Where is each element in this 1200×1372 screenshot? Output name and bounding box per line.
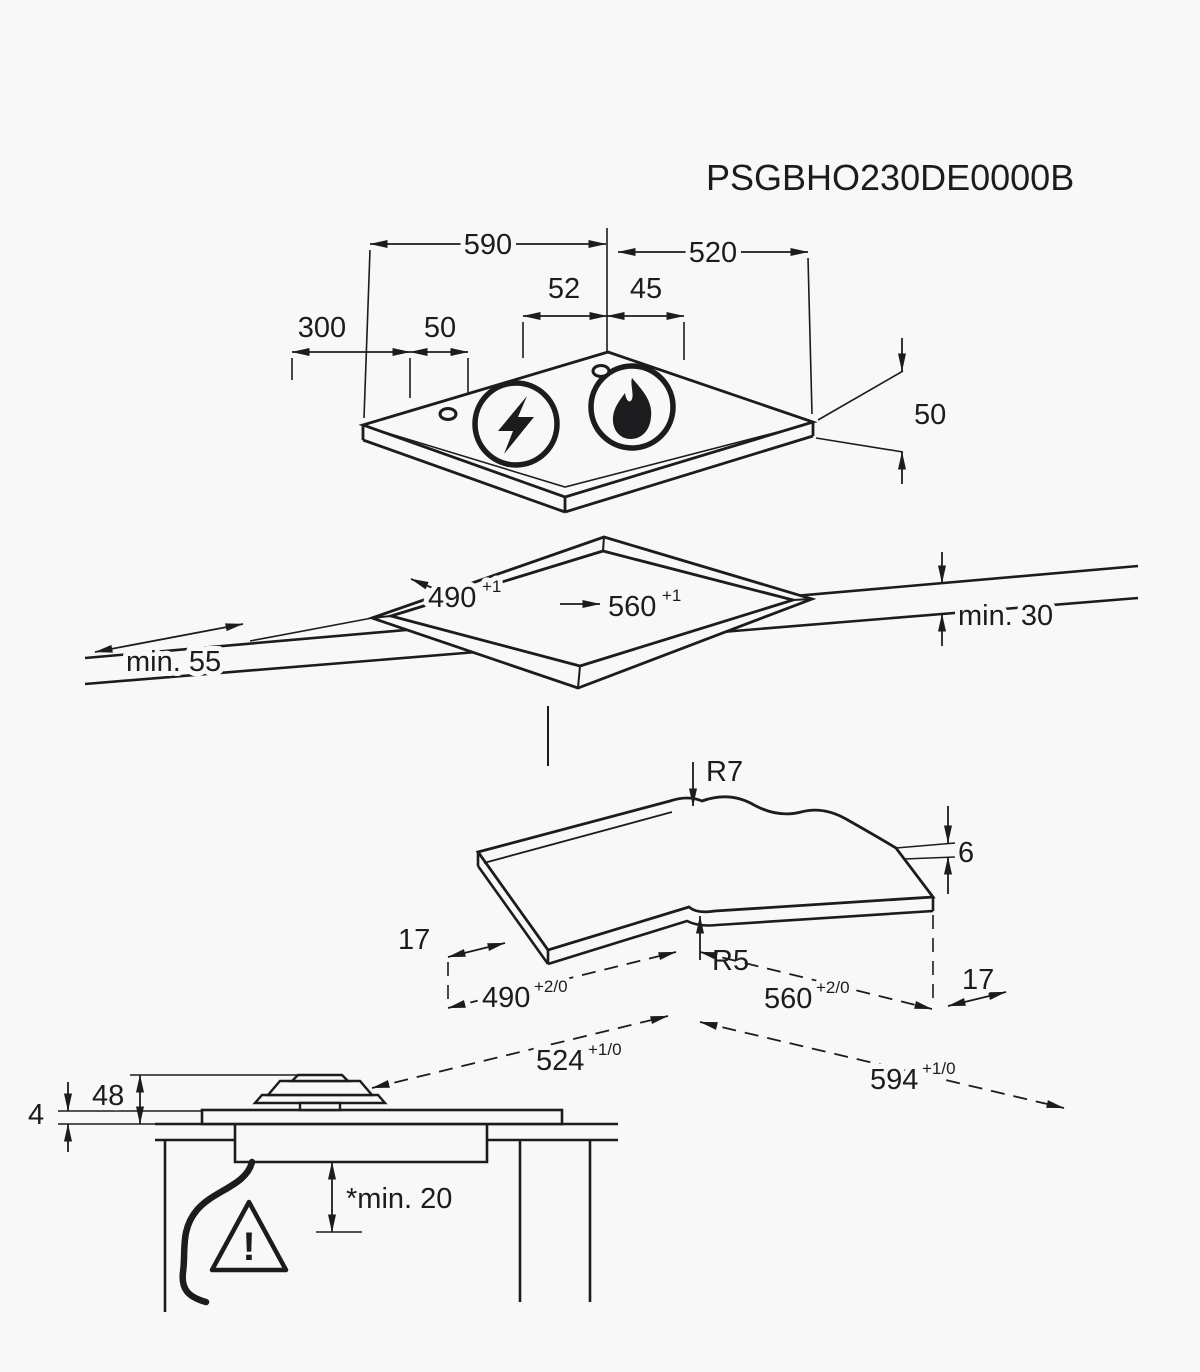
corner-524-tolerance: +1/0 (588, 1040, 622, 1059)
dim-520-label: 520 (689, 237, 737, 269)
cabinet-lines (163, 1140, 592, 1312)
offset-17-left-label: 17 (398, 924, 430, 956)
cutout-560-label: 560 (608, 591, 656, 623)
hob-top-surface (358, 350, 818, 499)
min-30-label: min. 30 (958, 600, 1053, 632)
power-cable (179, 1158, 256, 1306)
thickness-6-dimension (895, 806, 956, 894)
dimension-lines (291, 240, 906, 484)
worktop-524-dimension-line (371, 1015, 669, 1089)
offset-17-right-label: 17 (962, 964, 994, 996)
dim-45-label: 45 (630, 273, 662, 305)
min-55-label: min. 55 (126, 646, 221, 678)
cutout-560-tolerance: +1 (662, 586, 681, 605)
cutout-490-dimension-line (447, 951, 677, 1009)
cutout-extension-line (249, 617, 373, 642)
model-number-title: PSGBHO230DE0000B (706, 157, 1074, 198)
worktop-cutout-view: min. 55 min. 30 490 +1 560 +1 (84, 535, 1139, 766)
flame-icon (612, 378, 652, 439)
corner-560-tolerance: +2/0 (816, 978, 850, 997)
min-20-label: *min. 20 (346, 1183, 452, 1215)
hob-bevel-line (370, 424, 806, 488)
dim-50-height-label: 50 (914, 399, 946, 431)
dim-590-label: 590 (464, 229, 512, 261)
corner-524-label: 524 (536, 1045, 584, 1077)
exclamation-mark: ! (242, 1225, 255, 1269)
dim-48-label: 48 (92, 1080, 124, 1112)
corner-piece-edge-line (483, 811, 673, 864)
offset-17-right-arrow (947, 991, 1007, 1007)
dimension-extension-lines (291, 228, 904, 453)
corner-594-tolerance: +1/0 (922, 1059, 956, 1078)
offset-17-left-arrow (447, 942, 506, 958)
radius-r5-label: R5 (712, 945, 749, 977)
thickness-6-label: 6 (958, 837, 974, 869)
cutout-corner-ticks (371, 536, 813, 689)
hob-glass-section (200, 1108, 564, 1126)
cutout-490-label: 490 (428, 582, 476, 614)
hob-body-section (233, 1124, 489, 1164)
radius-r7-label: R7 (706, 756, 743, 788)
dim-490-leader-arrow (410, 578, 453, 597)
hob-isometric-view: 590 520 52 45 300 50 50 (291, 224, 946, 514)
cross-section-view: 48 4 *min. 20 ! (23, 1073, 618, 1312)
dim-4-label: 4 (28, 1099, 44, 1131)
hob-side-edges (361, 422, 815, 514)
worktop-594-dimension-line (699, 1021, 1065, 1109)
corner-490-label: 490 (482, 982, 530, 1014)
igniter-dot-left (438, 407, 458, 421)
cutout-560-dimension-line (699, 951, 933, 1010)
dim-50-top-label: 50 (424, 312, 456, 344)
lightning-icon (498, 396, 534, 454)
corner-594-label: 594 (870, 1064, 918, 1096)
dim-300-label: 300 (298, 312, 346, 344)
corner-piece-top-surface (475, 795, 936, 952)
corner-560-label: 560 (764, 983, 812, 1015)
warning-triangle-icon (209, 1199, 289, 1273)
corner-detail-view: R7 R5 6 17 17 490 +2/0 560 +2/0 524 +1/0… (371, 751, 1065, 1109)
burner-profile (252, 1073, 388, 1112)
cutout-490-tolerance: +1 (482, 577, 501, 596)
igniter-dot-top (591, 364, 611, 378)
min-55-arrow (94, 623, 244, 653)
corner-490-tolerance: +2/0 (534, 977, 568, 996)
dim-52-label: 52 (548, 273, 580, 305)
